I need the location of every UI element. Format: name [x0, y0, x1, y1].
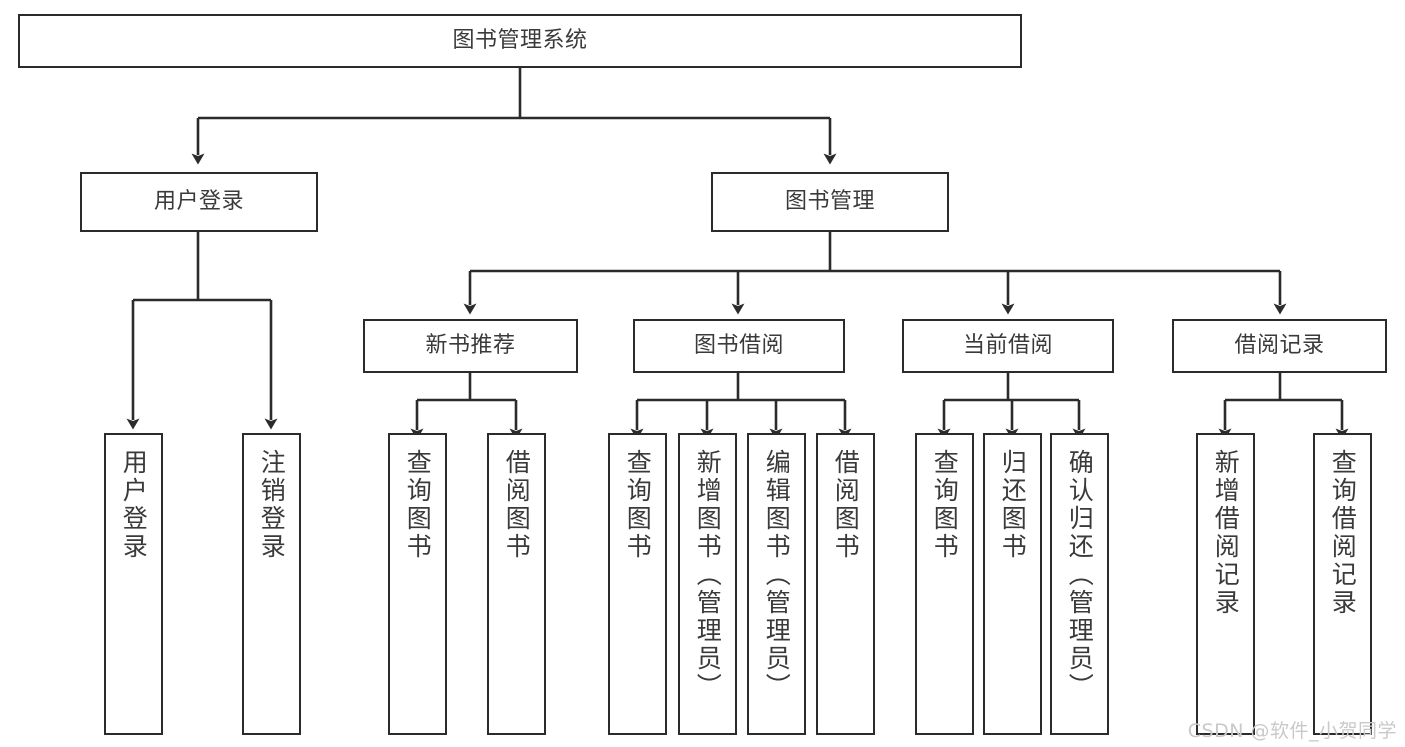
node-book-management[interactable]: 图书管理 [711, 172, 949, 232]
node-label: 图书管理系统 [452, 28, 588, 54]
watermark-text: CSDN @软件_小贺同学 [1187, 720, 1397, 742]
node-label: 编辑图书（管理员） [762, 449, 792, 701]
leaf-current-borrow-return-book[interactable]: 归还图书 [983, 433, 1042, 735]
node-label: 图书管理 [784, 189, 875, 215]
node-user-login[interactable]: 用户登录 [80, 172, 318, 232]
leaf-current-borrow-confirm-return[interactable]: 确认归还（管理员） [1050, 433, 1109, 735]
leaf-book-borrow-edit-book[interactable]: 编辑图书（管理员） [747, 433, 806, 735]
node-label: 归还图书 [998, 449, 1028, 561]
node-label: 借阅图书 [831, 449, 861, 561]
node-label: 新书推荐 [425, 333, 516, 359]
node-label: 查询借阅记录 [1328, 449, 1358, 617]
node-label: 新增借阅记录 [1211, 449, 1241, 617]
node-new-book-recommend[interactable]: 新书推荐 [363, 319, 578, 373]
leaf-new-book-borrow-book[interactable]: 借阅图书 [487, 433, 546, 735]
leaf-borrow-records-query-record[interactable]: 查询借阅记录 [1313, 433, 1372, 735]
node-label: 用户登录 [119, 449, 149, 561]
node-label: 确认归还（管理员） [1065, 449, 1095, 701]
node-label: 查询图书 [623, 449, 653, 561]
node-label: 当前借阅 [962, 333, 1053, 359]
node-borrow-records[interactable]: 借阅记录 [1172, 319, 1387, 373]
leaf-new-book-query-book[interactable]: 查询图书 [388, 433, 447, 735]
node-label: 用户登录 [153, 189, 244, 215]
leaf-book-borrow-query-book[interactable]: 查询图书 [608, 433, 667, 735]
leaf-user-login-logout[interactable]: 注销登录 [242, 433, 301, 735]
leaf-book-borrow-add-book[interactable]: 新增图书（管理员） [678, 433, 737, 735]
node-label: 借阅记录 [1234, 333, 1325, 359]
node-book-borrow[interactable]: 图书借阅 [633, 319, 845, 373]
node-label: 查询图书 [930, 449, 960, 561]
leaf-book-borrow-borrow-book[interactable]: 借阅图书 [816, 433, 875, 735]
leaf-borrow-records-add-record[interactable]: 新增借阅记录 [1196, 433, 1255, 735]
node-label: 注销登录 [257, 449, 287, 561]
node-label: 图书借阅 [693, 333, 784, 359]
node-label: 借阅图书 [502, 449, 532, 561]
node-label: 新增图书（管理员） [693, 449, 723, 701]
node-label: 查询图书 [403, 449, 433, 561]
leaf-current-borrow-query-book[interactable]: 查询图书 [915, 433, 974, 735]
node-root-book-management-system[interactable]: 图书管理系统 [18, 14, 1022, 68]
node-current-borrow[interactable]: 当前借阅 [902, 319, 1114, 373]
leaf-user-login-login[interactable]: 用户登录 [104, 433, 163, 735]
